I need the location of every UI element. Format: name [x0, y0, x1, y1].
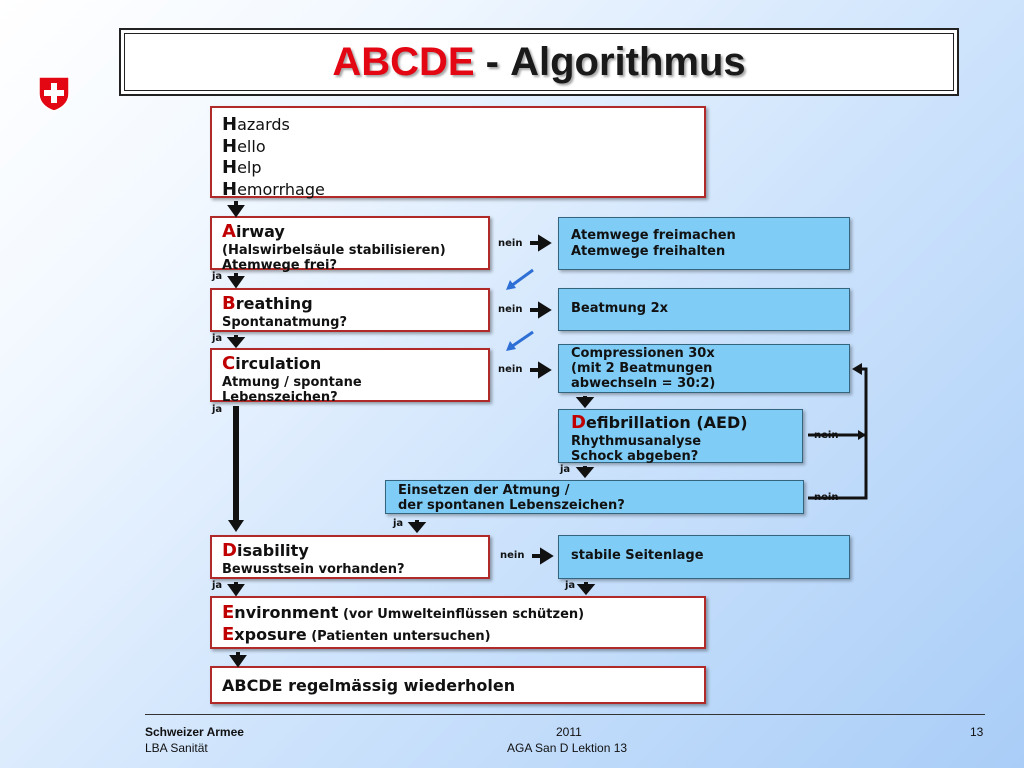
- arrow-disability-to-environment: [227, 582, 245, 597]
- circulation-heading: Circulation: [222, 353, 322, 374]
- footer-divider: [145, 714, 985, 715]
- compression-line2: (mit 2 Beatmungen: [571, 360, 713, 376]
- hello-line: Hello: [222, 135, 266, 157]
- compression-line3: abwechseln = 30:2): [571, 375, 716, 391]
- breathing-box: Breathing Spontanatmung?: [210, 288, 490, 332]
- title-abcde: ABCDE: [332, 39, 475, 84]
- disability-heading: Disability: [222, 540, 309, 561]
- label-yes-airway: ja: [212, 271, 223, 282]
- title-separator: -: [474, 39, 511, 84]
- defibrillation-sub2: Schock abgeben?: [571, 449, 699, 465]
- resume-line1: Einsetzen der Atmung /: [398, 483, 570, 498]
- circulation-sub2: Lebenszeichen?: [222, 390, 338, 406]
- label-no-breathing: nein: [498, 304, 523, 315]
- arrow-hazards-to-airway: [227, 201, 245, 218]
- footer-org: Schweizer Armee: [145, 725, 244, 739]
- swiss-cross-icon: [38, 76, 70, 112]
- help-line: Help: [222, 157, 262, 179]
- compression-line1: Compressionen 30x: [571, 346, 715, 361]
- blue-return-arrow-2: [506, 330, 534, 351]
- hemorrhage-line: Hemorrhage: [222, 178, 325, 200]
- label-no-circulation: nein: [498, 364, 523, 375]
- arrow-airway-to-breathing: [227, 273, 245, 289]
- footer-page-number: 13: [970, 725, 984, 739]
- airway-box: Airway (Halswirbelsäule stabilisieren) A…: [210, 216, 490, 273]
- label-yes-breathing: ja: [212, 333, 223, 344]
- footer-year: 2011: [556, 725, 582, 739]
- airway-action-box: Atemwege freimachen Atemwege freihalten: [558, 217, 850, 270]
- hazards-box: Hazards Hello Help Hemorrhage: [210, 106, 706, 200]
- arrow-disability-no: [532, 547, 554, 565]
- label-yes-disability: ja: [212, 580, 223, 591]
- arrow-environment-to-repeat: [229, 652, 247, 668]
- defibrillation-box: Defibrillation (AED) Rhythmusanalyse Sch…: [558, 409, 803, 465]
- breathing-action-box: Beatmung 2x: [558, 288, 850, 331]
- airway-sub2: Atemwege frei?: [222, 258, 337, 274]
- recovery-position-box: stabile Seitenlage: [558, 535, 850, 579]
- hazards-line: Hazards: [222, 114, 290, 135]
- arrow-recovery-down: [576, 582, 596, 596]
- exposure-line: Exposure (Patienten untersuchen): [222, 623, 491, 645]
- breathing-heading: Breathing: [222, 293, 313, 314]
- arrow-resume-to-disability: [407, 520, 427, 534]
- airway-heading: Airway: [222, 221, 285, 242]
- arrow-breathing-to-circulation: [226, 335, 246, 349]
- recovery-line1: stabile Seitenlage: [571, 548, 704, 563]
- resume-line2: der spontanen Lebenszeichen?: [398, 497, 625, 513]
- repeat-text: ABCDE regelmässig wiederholen: [222, 676, 516, 695]
- arrow-loop-defib-no-head: [858, 430, 866, 440]
- breathing-action-line1: Beatmung 2x: [571, 301, 669, 316]
- label-yes-recovery: ja: [565, 580, 576, 591]
- defibrillation-heading: Defibrillation (AED): [571, 412, 748, 433]
- blue-return-arrow-1: [506, 268, 534, 290]
- footer-course: AGA San D Lektion 13: [507, 741, 628, 755]
- disability-box: Disability Bewusstsein vorhanden?: [210, 535, 490, 579]
- airway-action-line2: Atemwege freihalten: [571, 243, 726, 259]
- arrow-loop-to-compression: [852, 363, 862, 375]
- label-yes-resume: ja: [393, 518, 404, 529]
- arrow-compression-to-defib: [575, 396, 595, 409]
- arrow-circulation-to-disability-head: [228, 520, 244, 532]
- disability-sub1: Bewusstsein vorhanden?: [222, 561, 405, 577]
- resume-signs-box: Einsetzen der Atmung / der spontanen Leb…: [385, 480, 804, 514]
- label-no-airway: nein: [498, 238, 523, 249]
- slide-title: ABCDE - Algorithmus: [119, 28, 959, 96]
- breathing-sub1: Spontanatmung?: [222, 314, 347, 330]
- circulation-sub1: Atmung / spontane: [222, 374, 362, 390]
- circulation-box: Circulation Atmung / spontane Lebenszeic…: [210, 348, 490, 405]
- defibrillation-sub1: Rhythmusanalyse: [571, 433, 702, 449]
- arrow-breathing-no: [530, 301, 552, 319]
- title-algorithmus: Algorithmus: [510, 39, 746, 84]
- footer-unit: LBA Sanität: [145, 741, 208, 755]
- label-yes-circulation: ja: [212, 404, 223, 415]
- compression-box: Compressionen 30x (mit 2 Beatmungen abwe…: [558, 344, 850, 393]
- label-no-disability: nein: [500, 550, 525, 561]
- arrow-circulation-no: [530, 361, 552, 379]
- arrow-defib-to-resume: [575, 466, 595, 479]
- label-yes-defibrillation: ja: [560, 464, 571, 475]
- repeat-box: ABCDE regelmässig wiederholen: [210, 666, 706, 704]
- environment-line: Environment (vor Umwelteinflüssen schütz…: [222, 602, 585, 623]
- airway-action-line1: Atemwege freimachen: [571, 228, 736, 243]
- environment-exposure-box: Environment (vor Umwelteinflüssen schütz…: [210, 596, 706, 649]
- airway-sub1: (Halswirbelsäule stabilisieren): [222, 242, 446, 258]
- arrow-airway-no: [530, 234, 552, 252]
